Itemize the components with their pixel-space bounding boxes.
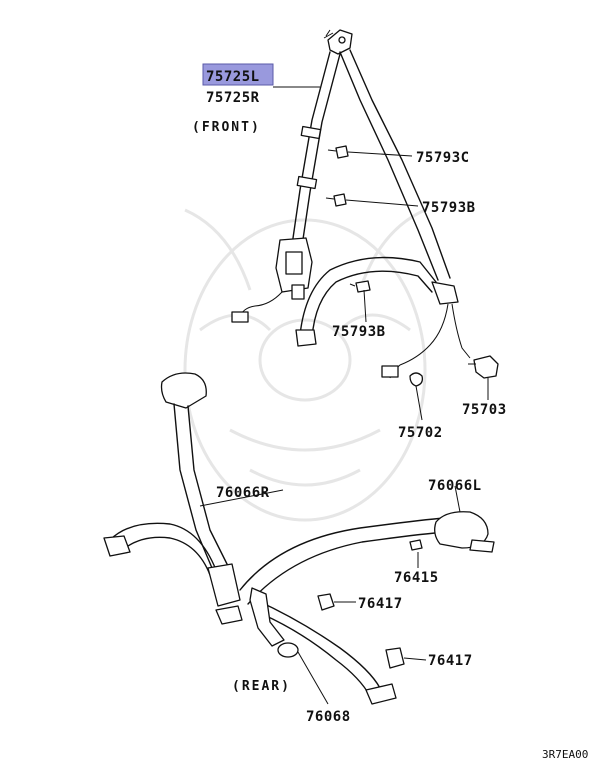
part-label-76415[interactable]: 76415 bbox=[394, 570, 439, 586]
section-label-rear: (REAR) bbox=[232, 679, 291, 694]
part-label-75725L[interactable]: 75725L bbox=[206, 69, 260, 85]
part-label-76066L[interactable]: 76066L bbox=[428, 478, 482, 494]
leader-lines bbox=[199, 86, 489, 705]
rear-seat-belt-assembly bbox=[103, 372, 495, 705]
part-label-75703[interactable]: 75703 bbox=[462, 402, 507, 418]
part-label-75793B-lower[interactable]: 75793B bbox=[332, 324, 386, 340]
part-label-75725R[interactable]: 75725R bbox=[206, 90, 260, 106]
part-label-76068[interactable]: 76068 bbox=[306, 709, 351, 725]
part-label-75793C[interactable]: 75793C bbox=[416, 150, 470, 166]
watermark-emblem bbox=[183, 208, 427, 522]
part-label-76417-upper[interactable]: 76417 bbox=[358, 596, 403, 612]
part-label-75793B-upper[interactable]: 75793B bbox=[422, 200, 476, 216]
front-seat-belt-assembly bbox=[231, 29, 499, 387]
part-label-76066R[interactable]: 76066R bbox=[216, 485, 270, 501]
part-label-76417-lower[interactable]: 76417 bbox=[428, 653, 473, 669]
section-label-front: (FRONT) bbox=[192, 120, 261, 135]
figure-code: 3R7EA00 bbox=[542, 748, 588, 761]
part-highlight bbox=[202, 63, 274, 86]
part-label-75702[interactable]: 75702 bbox=[398, 425, 443, 441]
